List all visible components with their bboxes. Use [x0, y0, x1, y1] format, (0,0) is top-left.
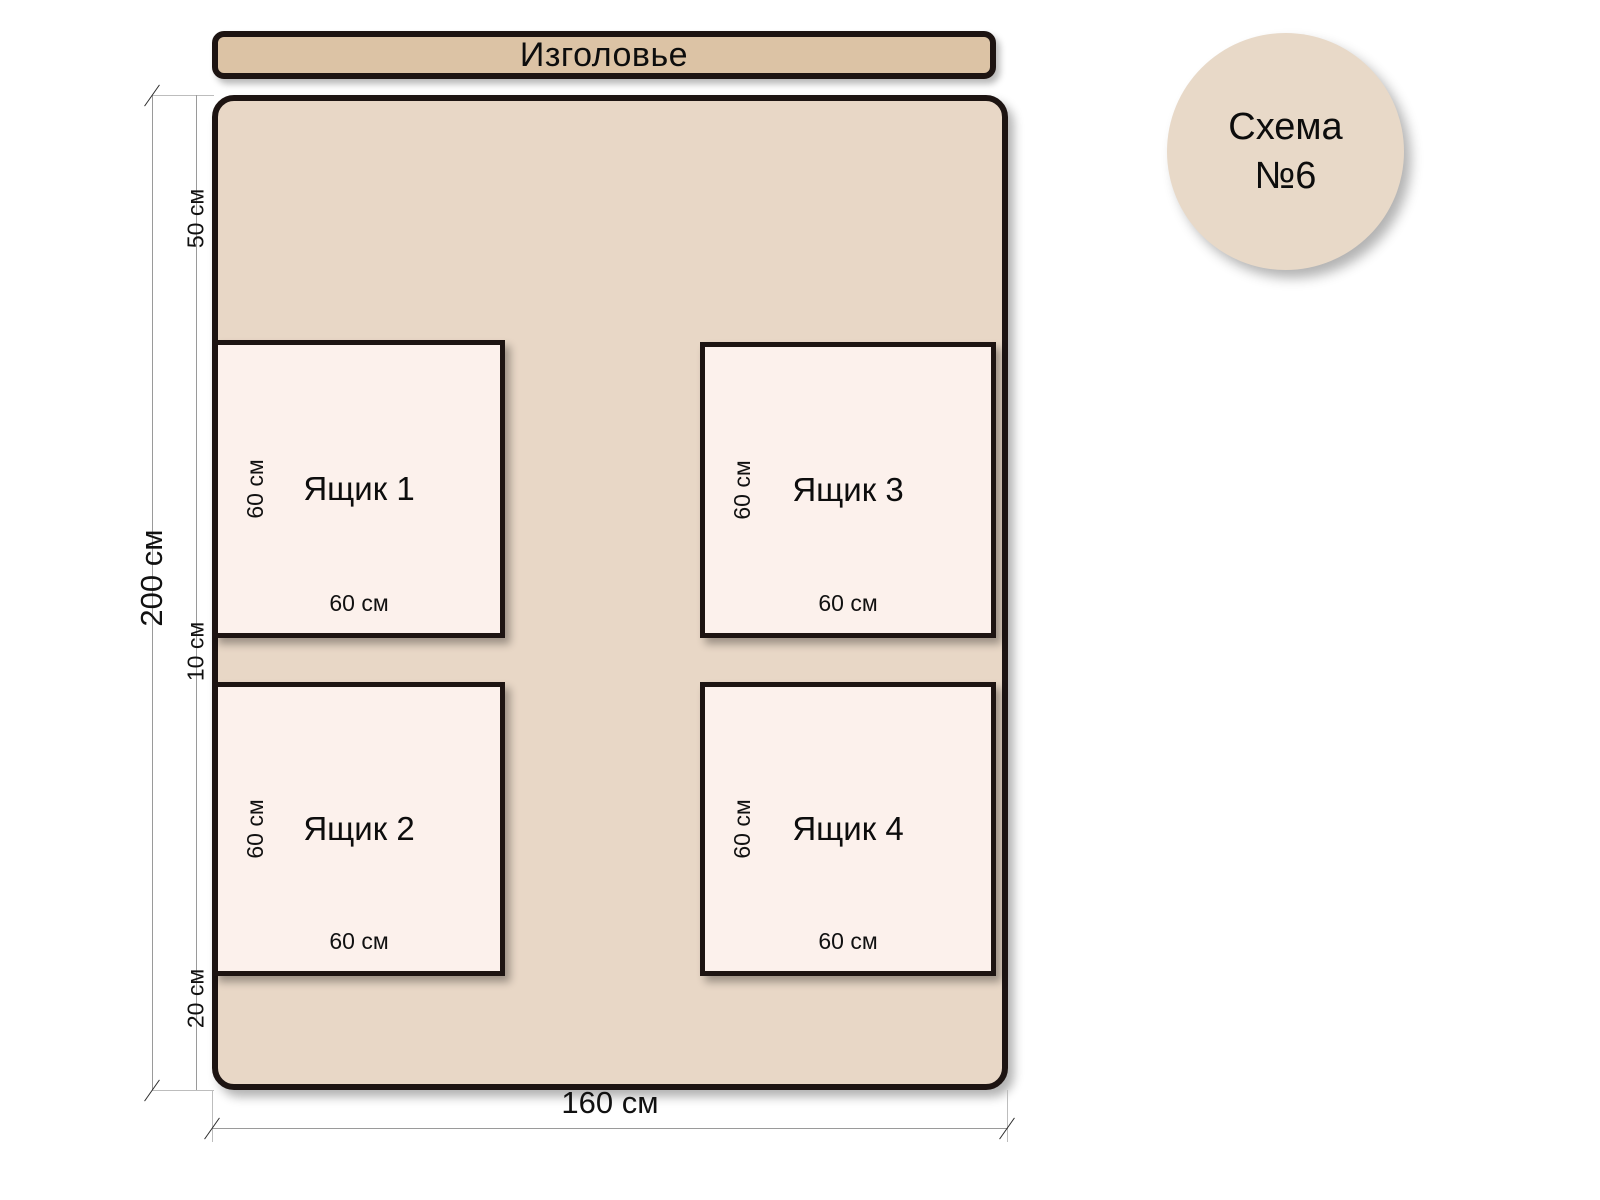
dim-ext-bottom	[152, 1090, 214, 1091]
overall-width-label: 160 см	[561, 1085, 659, 1120]
drawer-4-title: Ящик 4	[792, 810, 904, 847]
drawer-3: 60 см Ящик 3 60 см	[700, 342, 996, 638]
dim-label-50cm: 50 см	[182, 188, 209, 249]
drawer-4-width-label: 60 см	[818, 928, 878, 954]
scheme-badge: Схема №6	[1167, 33, 1404, 270]
drawer-1-width-label: 60 см	[329, 590, 389, 616]
drawer-1: 60 см Ящик 1 60 см	[213, 340, 505, 638]
drawer-2-width-label: 60 см	[329, 928, 389, 954]
scheme-badge-number: №6	[1254, 154, 1317, 197]
width-ext-right	[1007, 1090, 1008, 1142]
dim-ext-top	[152, 95, 214, 96]
drawer-4: 60 см Ящик 4 60 см	[700, 682, 996, 976]
overall-height-line	[152, 95, 153, 1090]
dim-label-10cm: 10 см	[182, 621, 209, 682]
dim-label-20cm: 20 см	[182, 968, 209, 1029]
dim-chain-line	[196, 95, 197, 1090]
overall-height-label: 200 см	[134, 529, 169, 627]
scheme-badge-title: Схема	[1228, 105, 1343, 148]
drawer-3-title: Ящик 3	[792, 471, 904, 508]
overall-width-line	[212, 1128, 1008, 1129]
drawer-1-title: Ящик 1	[303, 470, 415, 507]
drawer-3-width-label: 60 см	[818, 590, 878, 616]
headboard-bar: Изголовье	[212, 31, 996, 79]
width-ext-left	[212, 1090, 213, 1142]
drawer-2-title: Ящик 2	[303, 810, 415, 847]
headboard-label: Изголовье	[519, 35, 689, 74]
drawer-2: 60 см Ящик 2 60 см	[213, 682, 505, 976]
